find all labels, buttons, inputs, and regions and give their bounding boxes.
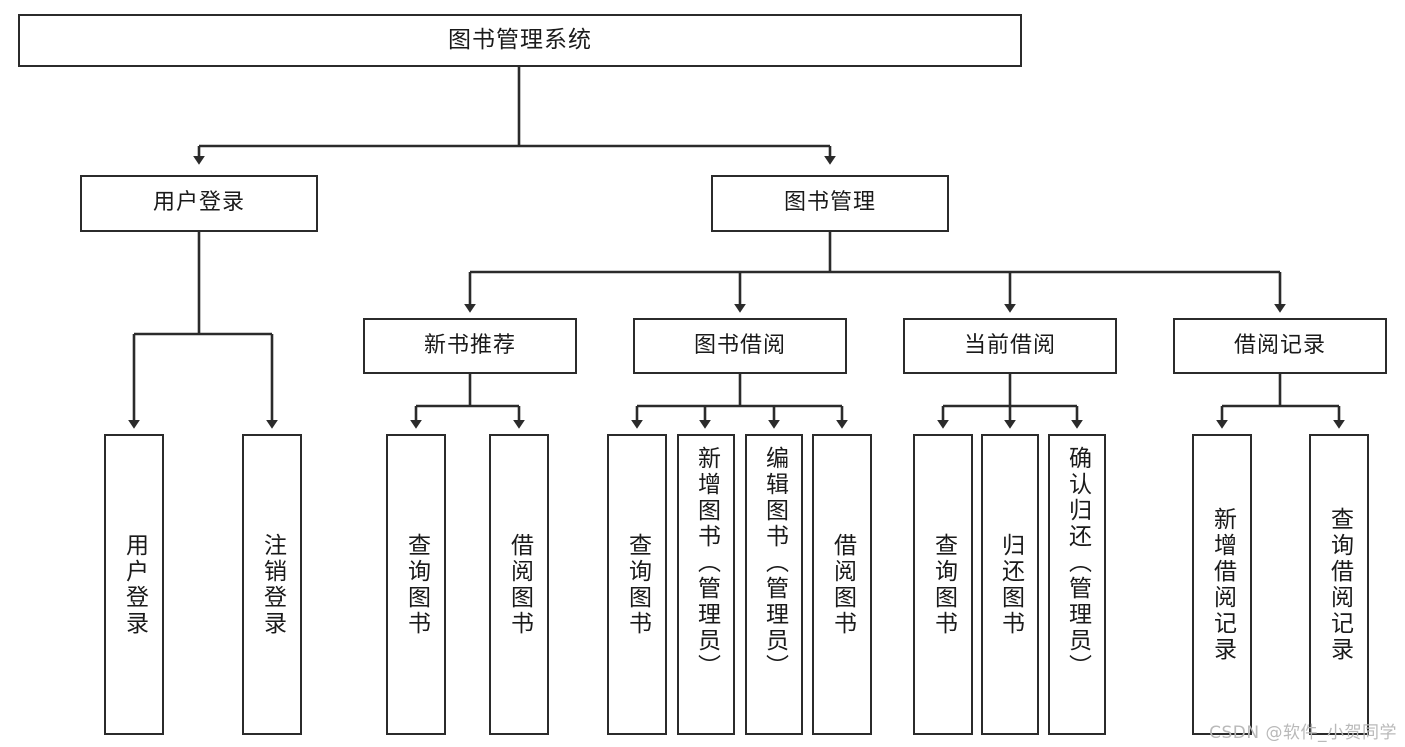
- node-borrow-record-label: 借阅记录: [1233, 332, 1326, 358]
- leaf-confirm-return[interactable]: 确认归还（管理员）: [1048, 434, 1106, 735]
- node-current-borrow-label: 当前借阅: [963, 332, 1056, 358]
- leaf-query-record[interactable]: 查询借阅记录: [1309, 434, 1369, 735]
- leaf-query-book-1[interactable]: 查询图书: [386, 434, 446, 735]
- leaf-confirm-return-label: 确认归还（管理员）: [1064, 446, 1091, 680]
- leaf-return-book-label: 归还图书: [997, 532, 1024, 637]
- node-user-login-label: 用户登录: [152, 190, 245, 216]
- leaf-add-record-label: 新增借阅记录: [1209, 506, 1236, 663]
- leaf-borrow-book-1[interactable]: 借阅图书: [489, 434, 549, 735]
- node-new-book-recommend-label: 新书推荐: [423, 332, 516, 358]
- node-book-manage[interactable]: 图书管理: [711, 175, 949, 232]
- leaf-borrow-book-2-label: 借阅图书: [829, 532, 856, 637]
- leaf-return-book[interactable]: 归还图书: [981, 434, 1039, 735]
- leaf-logout[interactable]: 注销登录: [242, 434, 302, 735]
- leaf-borrow-book-1-label: 借阅图书: [506, 532, 533, 637]
- node-book-manage-label: 图书管理: [783, 190, 876, 216]
- leaf-query-book-3[interactable]: 查询图书: [913, 434, 973, 735]
- leaf-add-record[interactable]: 新增借阅记录: [1192, 434, 1252, 735]
- leaf-add-book-label: 新增图书（管理员）: [693, 446, 720, 680]
- leaf-borrow-book-2[interactable]: 借阅图书: [812, 434, 872, 735]
- watermark: CSDN @软件_小贺同学: [1209, 723, 1397, 743]
- leaf-user-login-label: 用户登录: [121, 532, 148, 637]
- leaf-logout-label: 注销登录: [259, 532, 286, 637]
- node-root[interactable]: 图书管理系统: [18, 14, 1022, 67]
- node-book-borrow-label: 图书借阅: [693, 332, 786, 358]
- node-new-book-recommend[interactable]: 新书推荐: [363, 318, 577, 374]
- node-root-label: 图书管理系统: [448, 26, 592, 53]
- leaf-query-record-label: 查询借阅记录: [1326, 506, 1353, 663]
- node-current-borrow[interactable]: 当前借阅: [903, 318, 1117, 374]
- leaf-add-book[interactable]: 新增图书（管理员）: [677, 434, 735, 735]
- node-borrow-record[interactable]: 借阅记录: [1173, 318, 1387, 374]
- leaf-query-book-3-label: 查询图书: [930, 532, 957, 637]
- leaf-edit-book-label: 编辑图书（管理员）: [761, 446, 788, 680]
- node-book-borrow[interactable]: 图书借阅: [633, 318, 847, 374]
- leaf-query-book-2[interactable]: 查询图书: [607, 434, 667, 735]
- node-user-login[interactable]: 用户登录: [80, 175, 318, 232]
- leaf-query-book-2-label: 查询图书: [624, 532, 651, 637]
- leaf-user-login[interactable]: 用户登录: [104, 434, 164, 735]
- leaf-edit-book[interactable]: 编辑图书（管理员）: [745, 434, 803, 735]
- leaf-query-book-1-label: 查询图书: [403, 532, 430, 637]
